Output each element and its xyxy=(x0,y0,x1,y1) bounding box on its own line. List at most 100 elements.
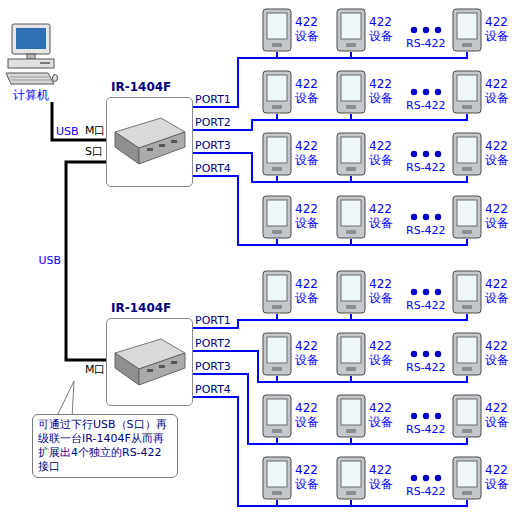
device-icon xyxy=(452,8,482,52)
rs422-line xyxy=(193,374,467,444)
device-icon xyxy=(452,195,482,239)
rs422-line xyxy=(193,176,467,245)
port-label: PORT3 xyxy=(195,139,231,152)
device-label: 422 设备 xyxy=(485,202,515,230)
rs422-line xyxy=(193,374,351,444)
computer-icon xyxy=(4,22,58,88)
bus-name: RS-422 xyxy=(406,162,446,174)
computer-node: 计算机 xyxy=(4,22,58,102)
device-label: 422 设备 xyxy=(485,77,515,105)
device-label: 422 设备 xyxy=(369,277,399,305)
device-icon xyxy=(452,456,482,500)
port-label: PORT2 xyxy=(195,116,231,129)
rs422-line xyxy=(193,153,467,182)
device-icon xyxy=(336,195,366,239)
device-label: 422 设备 xyxy=(485,139,515,167)
device-icon xyxy=(262,70,292,114)
rs422-line xyxy=(193,176,351,245)
device-label: 422 设备 xyxy=(295,77,325,105)
device-label: 422 设备 xyxy=(295,339,325,367)
port-name: M口 xyxy=(85,364,106,376)
rs422-device: 422 设备 xyxy=(452,270,516,314)
device-icon xyxy=(452,132,482,176)
converter-box: IR-1404F xyxy=(106,97,193,187)
device-label: 422 设备 xyxy=(295,401,325,429)
device-label: 422 设备 xyxy=(295,15,325,43)
port-name: M口 xyxy=(85,125,106,137)
device-label: 422 设备 xyxy=(369,202,399,230)
rs422-device: 422 设备 xyxy=(262,394,326,438)
device-label: 422 设备 xyxy=(295,463,325,491)
device-label: 422 设备 xyxy=(369,463,399,491)
rs422-line xyxy=(193,52,467,107)
usb-cable xyxy=(66,162,106,360)
rs422-line xyxy=(193,52,351,107)
device-label: 422 设备 xyxy=(369,339,399,367)
rs422-line xyxy=(193,114,277,130)
rs422-device: 422 设备 xyxy=(336,8,400,52)
rs422-device: 422 设备 xyxy=(452,195,516,239)
bus-name: RS-422 xyxy=(406,424,446,436)
rs422-line xyxy=(193,397,351,506)
device-label: 422 设备 xyxy=(485,339,515,367)
port-label: PORT2 xyxy=(195,337,231,350)
device-label: 422 设备 xyxy=(369,77,399,105)
device-label: 422 设备 xyxy=(485,15,515,43)
ellipsis-dots xyxy=(411,27,441,481)
rs422-line xyxy=(193,397,467,506)
rs422-device: 422 设备 xyxy=(336,195,400,239)
device-icon xyxy=(262,270,292,314)
device-label: 422 设备 xyxy=(485,277,515,305)
port-label: PORT4 xyxy=(195,383,231,396)
rs422-device: 422 设备 xyxy=(262,270,326,314)
rs422-line xyxy=(193,314,467,328)
rs422-device: 422 设备 xyxy=(262,70,326,114)
rs422-line xyxy=(193,114,351,130)
rs422-device: 422 设备 xyxy=(262,456,326,500)
rs422-device: 422 设备 xyxy=(336,456,400,500)
bus-name: RS-422 xyxy=(406,486,446,498)
device-label: 422 设备 xyxy=(295,202,325,230)
rs422-device: 422 设备 xyxy=(452,332,516,376)
device-icon xyxy=(336,70,366,114)
rs422-line xyxy=(193,114,467,130)
callout-text: 可通过下行USB（S口）再级联一台IR-1404F从而再扩展出4个独立的RS-4… xyxy=(38,418,172,474)
bus-name: RS-422 xyxy=(406,225,446,237)
device-icon xyxy=(262,332,292,376)
model-name: IR-1404F xyxy=(111,80,196,94)
rs422-device: 422 设备 xyxy=(262,332,326,376)
device-icon xyxy=(336,332,366,376)
rs422-line xyxy=(193,351,467,382)
device-icon xyxy=(452,70,482,114)
device-icon xyxy=(262,8,292,52)
port-name: S口 xyxy=(85,146,103,158)
device-icon xyxy=(262,132,292,176)
device-icon xyxy=(336,394,366,438)
rs422-device: 422 设备 xyxy=(452,394,516,438)
port-label: PORT1 xyxy=(195,93,231,106)
callout-tail xyxy=(56,381,74,418)
device-icon xyxy=(452,332,482,376)
cable-label: USB xyxy=(56,125,79,138)
rs422-device: 422 设备 xyxy=(262,195,326,239)
port-label: PORT1 xyxy=(195,314,231,327)
device-icon xyxy=(336,270,366,314)
port-label: PORT3 xyxy=(195,360,231,373)
converter-icon xyxy=(107,98,192,184)
port-label: PORT4 xyxy=(195,162,231,175)
device-label: 422 设备 xyxy=(369,401,399,429)
device-icon xyxy=(262,195,292,239)
bus-name: RS-422 xyxy=(406,362,446,374)
device-label: 422 设备 xyxy=(369,139,399,167)
rs422-device: 422 设备 xyxy=(452,70,516,114)
rs422-device: 422 设备 xyxy=(262,132,326,176)
rs422-device: 422 设备 xyxy=(336,70,400,114)
rs422-device: 422 设备 xyxy=(452,8,516,52)
usb-cable xyxy=(52,102,106,140)
device-icon xyxy=(336,132,366,176)
device-label: 422 设备 xyxy=(295,277,325,305)
rs422-device: 422 设备 xyxy=(336,332,400,376)
rs422-device: 422 设备 xyxy=(452,456,516,500)
rs422-device: 422 设备 xyxy=(336,394,400,438)
